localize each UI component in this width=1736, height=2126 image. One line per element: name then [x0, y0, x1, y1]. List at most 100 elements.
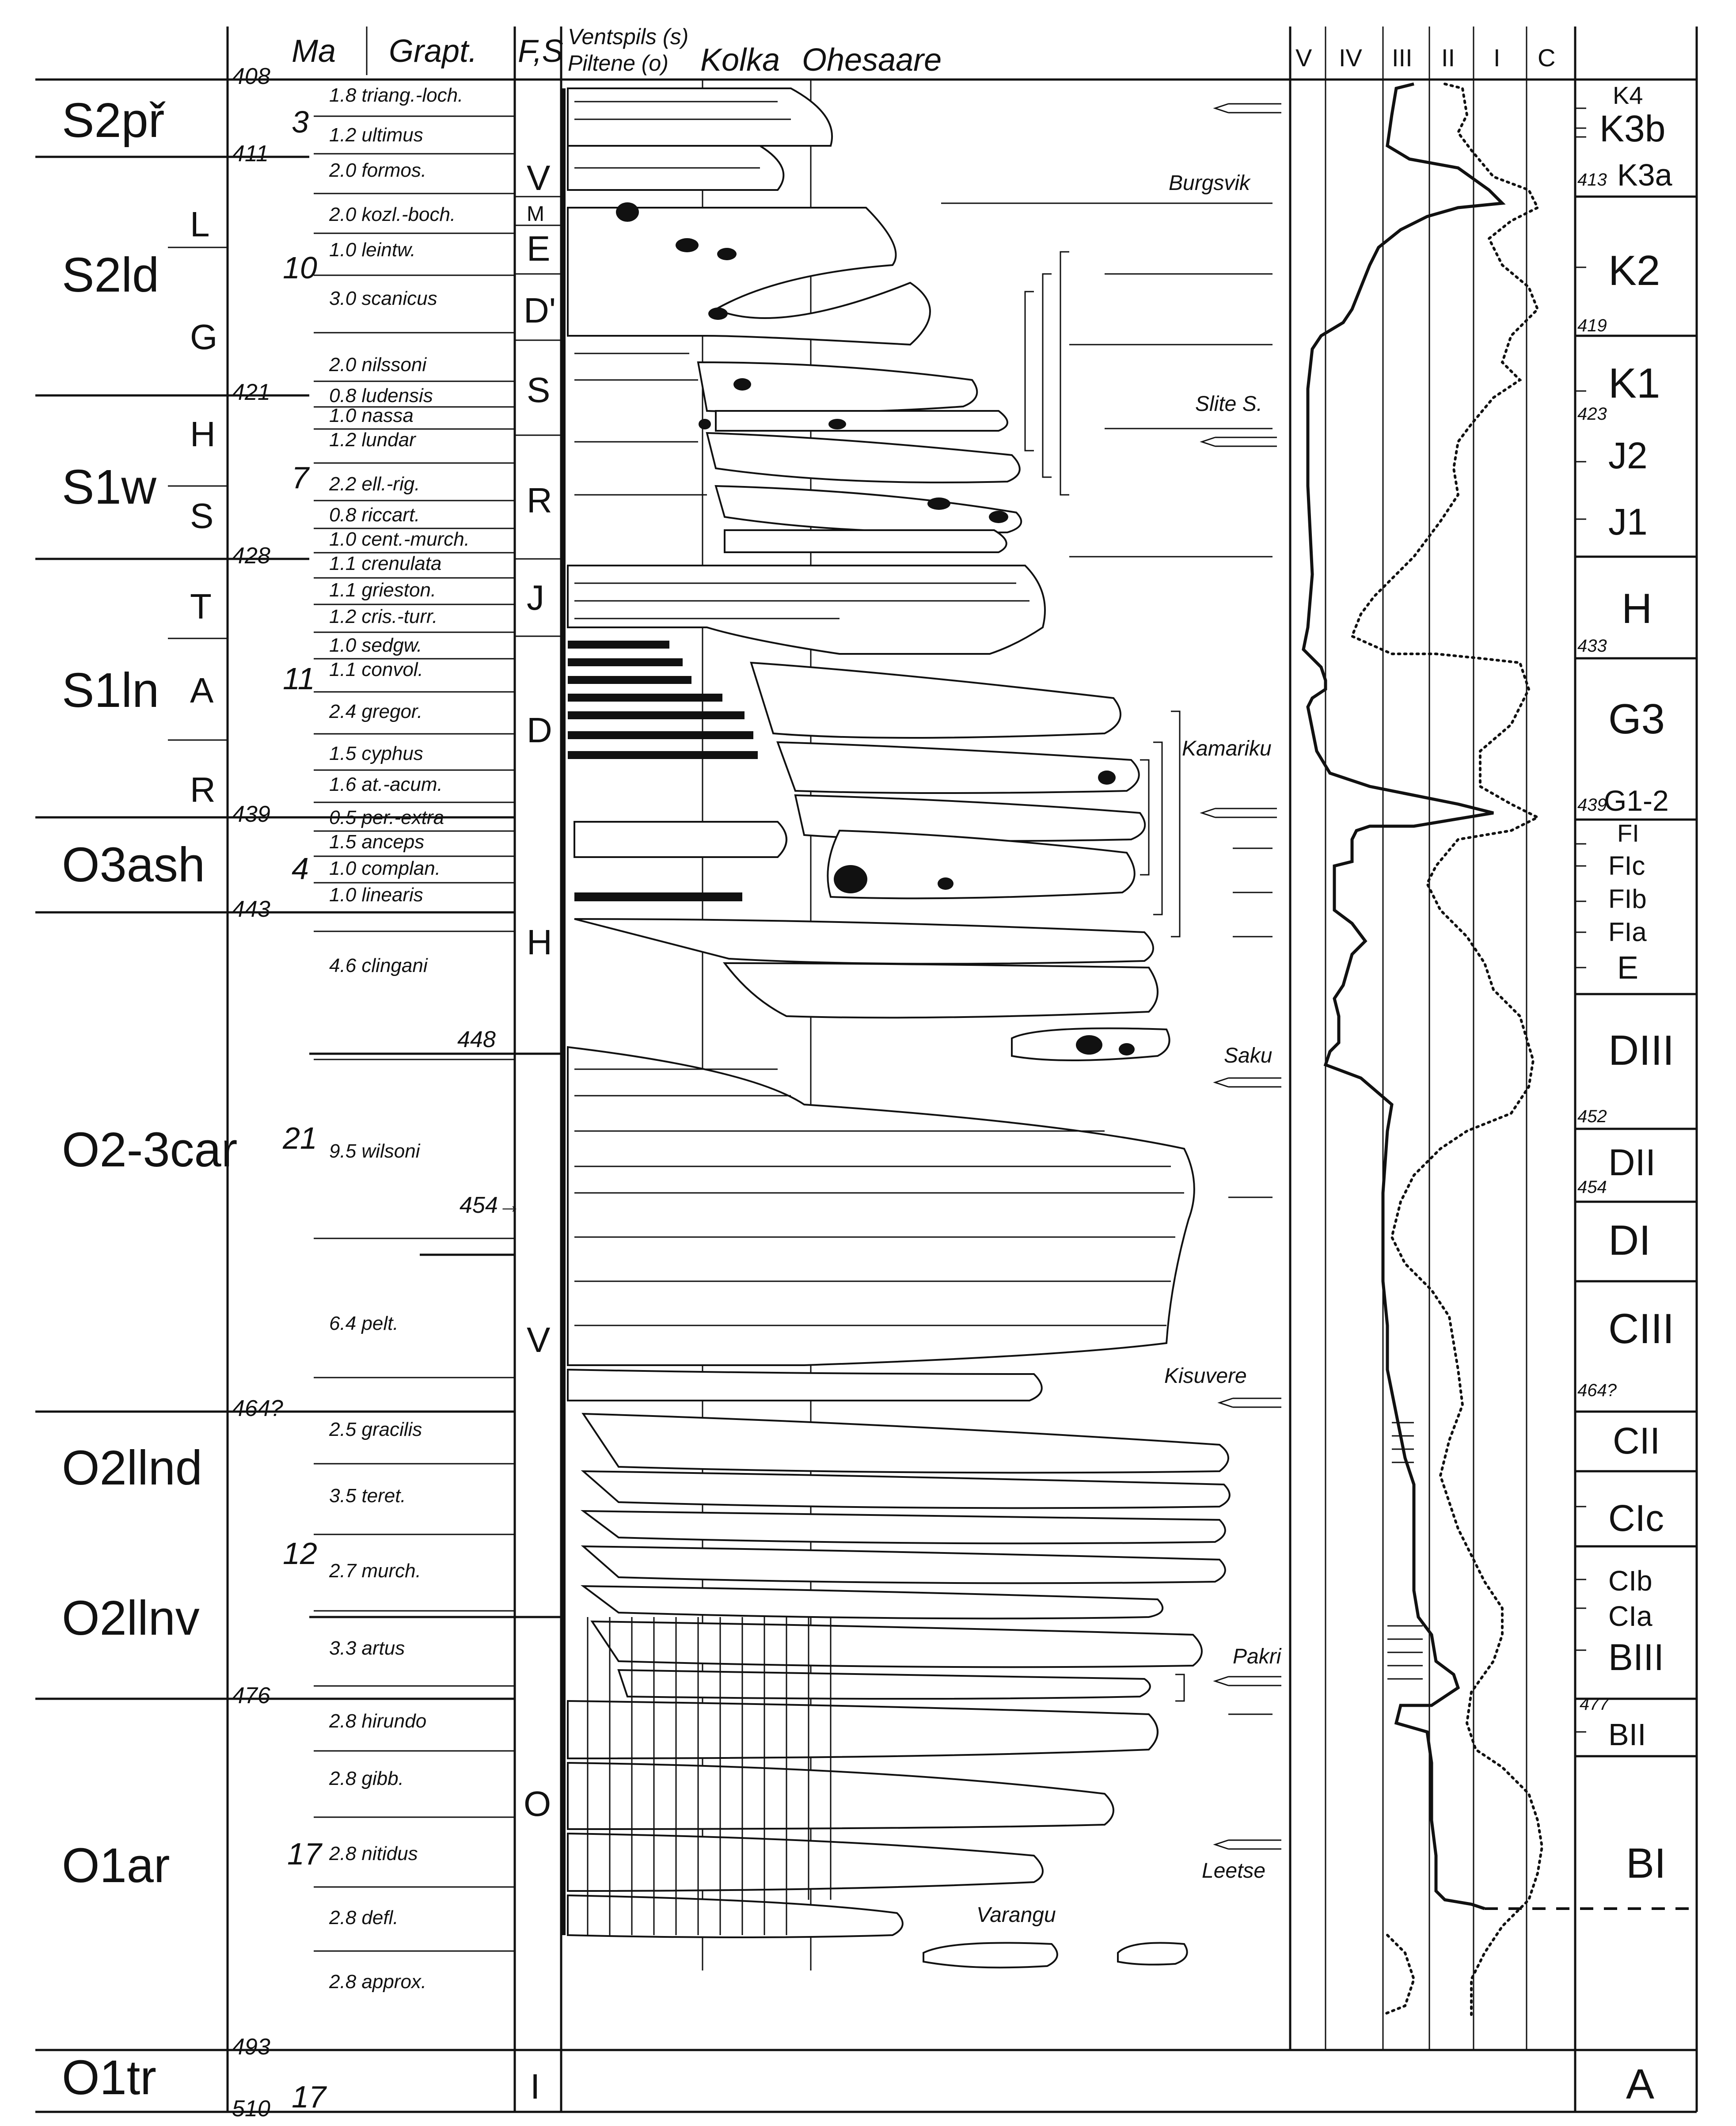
graptolite-zone-label: 1.6 at.-acum.: [329, 774, 443, 795]
graptolite-zone-label: 2.8 gibb.: [329, 1768, 404, 1789]
stage-name: S1w: [62, 460, 157, 514]
stage-name: O2-3car: [62, 1123, 237, 1177]
fs-label: J: [527, 578, 544, 617]
fs-label: H: [527, 923, 552, 962]
zone-age: 454: [1577, 1177, 1607, 1197]
zone-age: 419: [1577, 316, 1607, 335]
curve-col-V: V: [1295, 44, 1312, 72]
graptolite-zone-label: 1.1 convol.: [329, 659, 423, 680]
lithology-section: [567, 87, 1231, 1969]
zone-label: H: [1622, 585, 1652, 632]
graptolite-zone-label: 2.8 hirundo: [329, 1710, 426, 1732]
graptolite-zone-label: 4.6 clingani: [329, 955, 428, 976]
graptolite-zone-label: 2.8 defl.: [329, 1907, 399, 1929]
fs-label: I: [530, 2067, 540, 2106]
age-label: 448: [457, 1027, 496, 1052]
zone-age: 433: [1577, 636, 1607, 656]
zone-label: FIc: [1608, 851, 1645, 881]
zone-label: E: [1617, 950, 1638, 986]
graptolite-zone-label: 0.5 per.-extra: [329, 807, 444, 828]
fs-label: D': [524, 291, 556, 330]
graptolite-zone-label: 2.5 gracilis: [329, 1419, 422, 1440]
stage-name: O2llnd: [62, 1441, 202, 1495]
graptolite-zone-label: 2.2 ell.-rig.: [329, 473, 420, 495]
duration-label: 4: [292, 851, 309, 886]
age-label: 454→: [460, 1192, 521, 1218]
graptolite-zone-label: 2.8 approx.: [329, 1971, 426, 1993]
fs-label: M: [527, 202, 544, 226]
age-label: 464?: [232, 1396, 283, 1421]
stage-name: S1ln: [62, 663, 159, 718]
zone-age: 464?: [1577, 1381, 1617, 1400]
header-ohesaare: Ohesaare: [802, 42, 942, 78]
locality-label: Saku: [1224, 1044, 1272, 1067]
duration-label: 17: [292, 2080, 327, 2114]
fs-label: V: [527, 158, 551, 197]
graptolite-zone-label: 3.0 scanicus: [329, 288, 437, 309]
graptolite-zone-label: 3.5 teret.: [329, 1485, 406, 1507]
zone-label: CII: [1613, 1420, 1660, 1462]
stage-sub-letter: S: [190, 496, 213, 535]
zone-label: FIb: [1608, 884, 1647, 914]
sea-level-curves: [1302, 82, 1697, 2016]
curve-col-I: I: [1493, 44, 1500, 72]
zone-label: CIII: [1608, 1305, 1674, 1352]
graptolite-zone-label: 3.3 artus: [329, 1637, 405, 1659]
graptolite-zone-label: 2.4 gregor.: [329, 701, 422, 722]
stage-names: S2př S2ld L G S1w H S S1ln T A R O3ash O…: [62, 93, 237, 2105]
graptolite-zone-label: 1.2 ultimus: [329, 124, 423, 146]
zone-label: K3b: [1599, 108, 1665, 149]
graptolite-zone-label: 1.2 cris.-turr.: [329, 606, 437, 627]
header-fs: F,S: [518, 34, 563, 69]
locality-label: Leetse: [1202, 1859, 1265, 1883]
age-labels: 408 411 421 428 439 443 448 454→ 464? 47…: [232, 64, 521, 2122]
age-label: 428: [232, 543, 270, 569]
graptolite-zone-label: 2.0 formos.: [329, 159, 426, 181]
duration-label: 11: [283, 661, 315, 696]
zone-label: BII: [1608, 1717, 1646, 1752]
zone-label: CIb: [1608, 1565, 1652, 1597]
zone-label: DI: [1608, 1217, 1651, 1264]
age-label: 439: [232, 801, 270, 827]
curve-col-C: C: [1538, 44, 1555, 72]
graptolite-zone-label: 2.7 murch.: [329, 1560, 421, 1582]
duration-label: 3: [292, 105, 309, 139]
stage-sub-letter: A: [190, 671, 214, 710]
curve-col-III: III: [1392, 44, 1413, 72]
graptolite-zone-label: 1.1 crenulata: [329, 553, 441, 574]
age-label: 510: [232, 2096, 270, 2122]
age-label: 411: [232, 141, 269, 167]
fs-label: E: [527, 229, 550, 268]
locality-markers: Burgsvik Slite S. Kamariku Saku Kisuvere…: [976, 103, 1282, 1927]
zone-label: BI: [1626, 1840, 1666, 1887]
zone-label: J2: [1608, 435, 1648, 476]
stage-name: O2llnv: [62, 1591, 200, 1645]
graptolite-zone-label: 1.0 cent.-murch.: [329, 528, 470, 550]
zone-label: K4: [1613, 81, 1643, 109]
zone-label: FI: [1617, 819, 1639, 847]
graptolite-zone-label: 2.8 nitidus: [329, 1843, 418, 1864]
stage-name: S2ld: [62, 248, 159, 302]
locality-label: Kisuvere: [1164, 1364, 1247, 1388]
graptolite-zone-label: 1.5 anceps: [329, 831, 424, 853]
stage-boundaries: [35, 78, 561, 1700]
zone-age: 452: [1577, 1107, 1607, 1126]
graptolite-zone-label: 1.1 grieston.: [329, 579, 436, 601]
stage-sub-letter: G: [190, 317, 217, 357]
locality-label: Kamariku: [1182, 737, 1272, 760]
header-ma: Ma: [292, 34, 336, 69]
duration-label: 10: [283, 251, 317, 285]
graptolite-zone-label: 2.0 nilssoni: [329, 354, 427, 376]
zone-label: FIa: [1608, 917, 1647, 947]
age-label: 408: [232, 64, 270, 89]
stage-sub-letter: H: [190, 414, 216, 454]
zone-label: A: [1626, 2061, 1654, 2108]
stage-sub-letter: T: [190, 587, 212, 626]
fs-label: D: [527, 710, 552, 750]
zone-label: DII: [1608, 1142, 1656, 1183]
stage-name: O3ash: [62, 838, 205, 892]
fs-label: R: [527, 481, 552, 520]
graptolite-zone-label: 1.0 sedgw.: [329, 634, 422, 656]
